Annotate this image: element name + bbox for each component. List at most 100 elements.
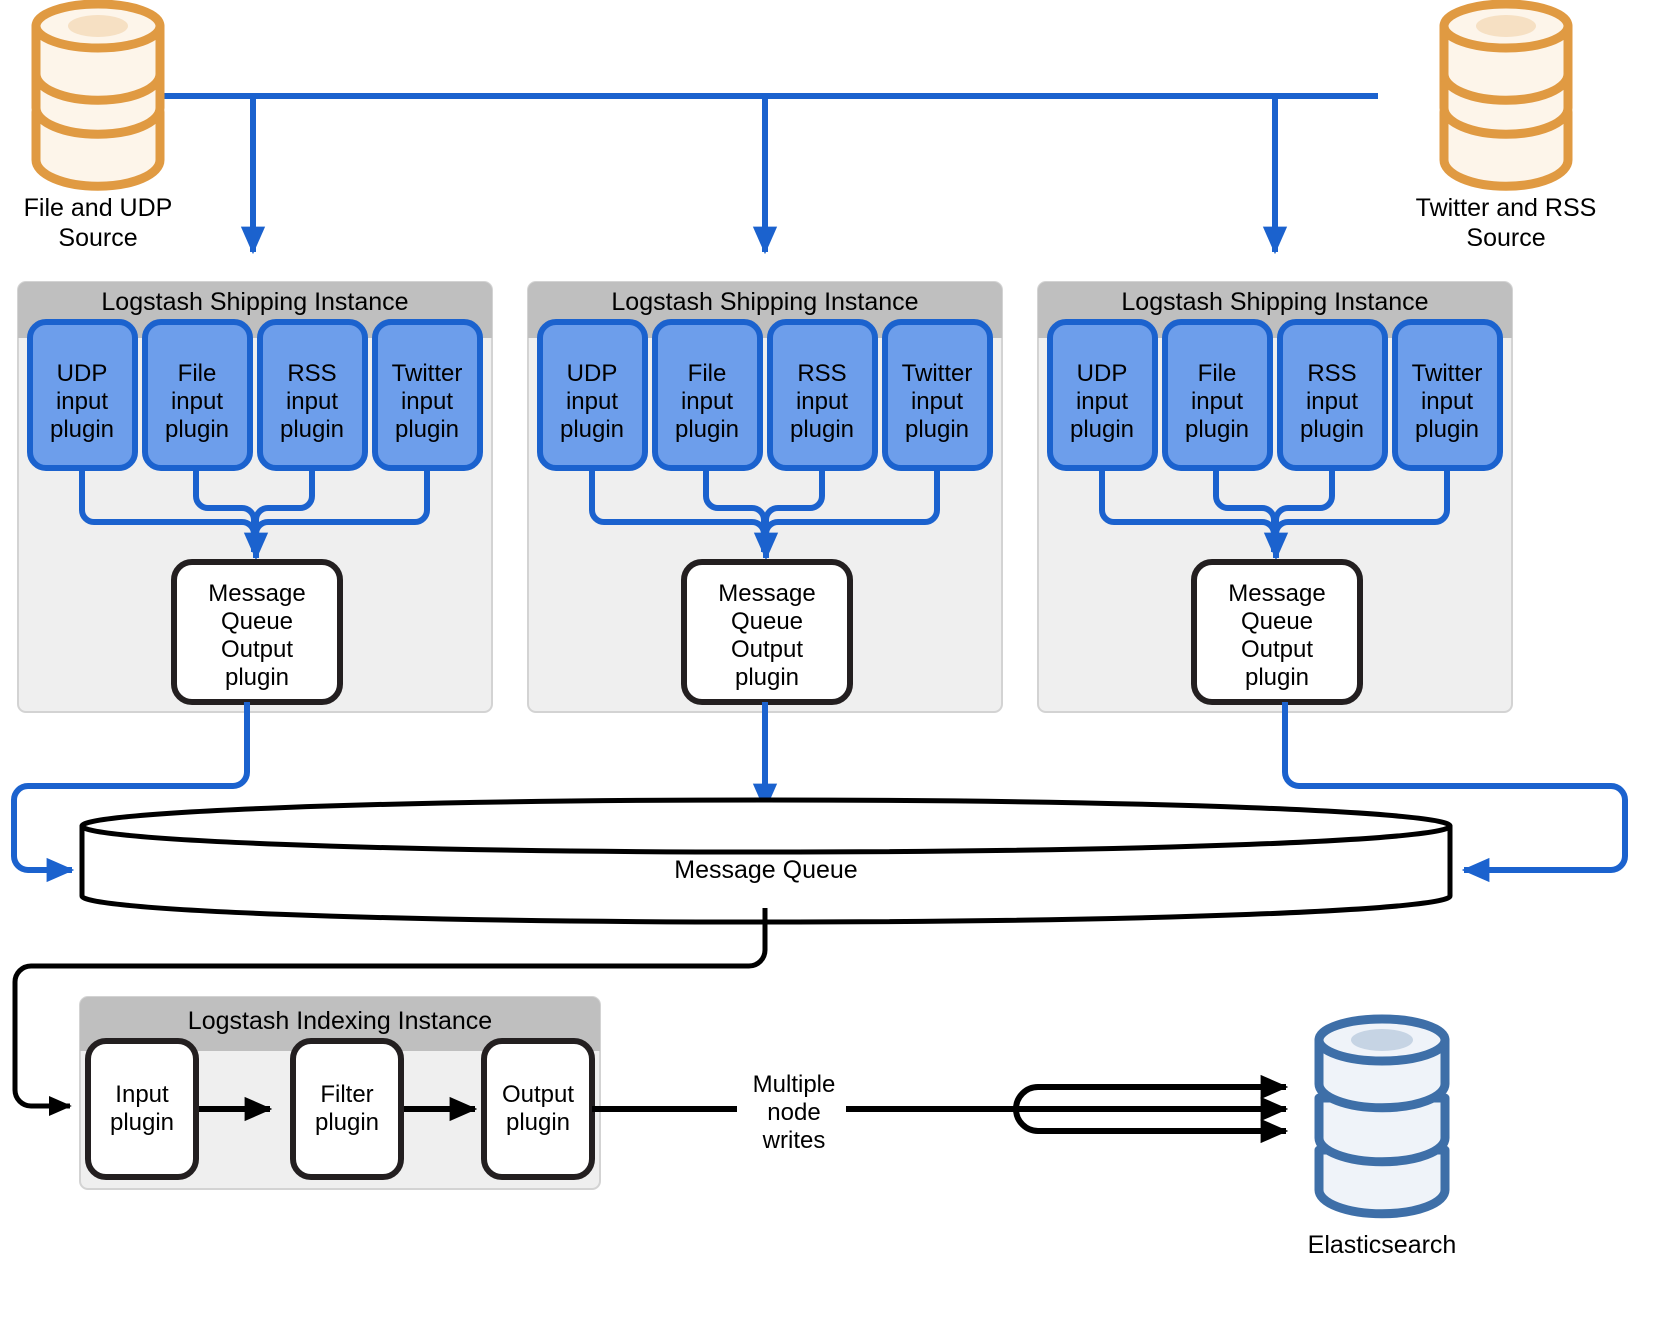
mq-output-plugin-2-line4: plugin bbox=[735, 664, 799, 691]
input-plugin-udp-line2: input bbox=[56, 388, 108, 415]
message-queue-output-plugin-1[interactable]: Message Queue Output plugin bbox=[171, 559, 343, 705]
mq-output-plugin-1-line1: Message bbox=[208, 580, 305, 607]
input-plugin-rss[interactable]: RSS input plugin bbox=[1277, 319, 1388, 471]
indexing-instance: Logstash Indexing Instance Input plugin … bbox=[79, 996, 601, 1190]
input-plugin-rss-line1: RSS bbox=[1307, 360, 1356, 387]
file-udp-source-label-line2: Source bbox=[58, 224, 137, 252]
input-plugin-udp[interactable]: UDP input plugin bbox=[1047, 319, 1158, 471]
indexing-stage-output-line1: Output bbox=[502, 1081, 574, 1108]
file-udp-source-label-line1: File and UDP bbox=[24, 194, 173, 222]
input-plugin-udp-line3: plugin bbox=[50, 416, 114, 443]
indexing-stage-filter[interactable]: Filter plugin bbox=[290, 1038, 404, 1180]
input-plugin-file-line3: plugin bbox=[1185, 416, 1249, 443]
source-trunk-bus bbox=[160, 93, 1378, 255]
mq-output-plugin-3-line2: Queue bbox=[1241, 608, 1313, 635]
shipping-instance-1-header-label: Logstash Shipping Instance bbox=[101, 288, 408, 316]
indexing-instance-header-label: Logstash Indexing Instance bbox=[188, 1007, 492, 1035]
input-plugin-udp-line2: input bbox=[1076, 388, 1128, 415]
shipping-instance-1-connector-tree bbox=[79, 466, 430, 561]
input-plugin-file-line1: File bbox=[688, 360, 727, 387]
shipping-instance-2-input-plugins: UDP input plugin File input plugin RSS i… bbox=[537, 319, 993, 471]
input-plugin-rss-line1: RSS bbox=[287, 360, 336, 387]
shipping-instance-3: Logstash Shipping Instance UDP input plu… bbox=[1037, 281, 1513, 713]
elasticsearch-node: Elasticsearch bbox=[1308, 1014, 1457, 1259]
input-plugin-rss-line2: input bbox=[286, 388, 338, 415]
indexer-to-elasticsearch-routes bbox=[592, 1074, 1289, 1144]
mq-output-plugin-1-line4: plugin bbox=[225, 664, 289, 691]
mq-output-plugin-3-line3: Output bbox=[1241, 636, 1313, 663]
multiple-node-writes-line1: Multiple bbox=[753, 1071, 836, 1098]
twitter-rss-source-label-line1: Twitter and RSS bbox=[1416, 194, 1597, 222]
input-plugin-twitter-line1: Twitter bbox=[1412, 360, 1483, 387]
mq-output-plugin-1-line3: Output bbox=[221, 636, 293, 663]
file-udp-source: File and UDP Source bbox=[24, 0, 173, 252]
input-plugin-rss-line3: plugin bbox=[1300, 416, 1364, 443]
message-queue-cylinder: Message Queue bbox=[79, 797, 1453, 925]
fanout-branch-top bbox=[1013, 1074, 1289, 1110]
input-plugin-twitter-line3: plugin bbox=[1415, 416, 1479, 443]
multiple-node-writes-line3: writes bbox=[762, 1127, 826, 1154]
input-plugin-udp-line1: UDP bbox=[567, 360, 618, 387]
input-plugin-twitter-line2: input bbox=[911, 388, 963, 415]
mq-output-plugin-3-line1: Message bbox=[1228, 580, 1325, 607]
multiple-node-writes-label: Multiple node writes bbox=[742, 1063, 846, 1159]
elasticsearch-label: Elasticsearch bbox=[1308, 1231, 1457, 1259]
input-plugin-rss[interactable]: RSS input plugin bbox=[767, 319, 878, 471]
input-plugin-rss-line2: input bbox=[796, 388, 848, 415]
route-instance-1-to-queue bbox=[11, 702, 250, 883]
shipping-instance-2-header-bar bbox=[528, 282, 1002, 326]
shipper-to-queue-routes bbox=[11, 702, 1628, 883]
fanout-branch-bottom bbox=[1013, 1108, 1289, 1144]
indexing-instance-header-bar bbox=[80, 997, 600, 1037]
shipping-instance-1: Logstash Shipping Instance UDP input plu… bbox=[17, 281, 493, 713]
shipping-instance-2-header-label: Logstash Shipping Instance bbox=[611, 288, 918, 316]
shipping-instance-3-connector-tree bbox=[1099, 466, 1450, 561]
input-plugin-file-line3: plugin bbox=[675, 416, 739, 443]
input-plugin-file[interactable]: File input plugin bbox=[142, 319, 253, 471]
mq-output-plugin-2-line1: Message bbox=[718, 580, 815, 607]
mq-output-plugin-3-line4: plugin bbox=[1245, 664, 1309, 691]
message-queue-output-plugin-3[interactable]: Message Queue Output plugin bbox=[1191, 559, 1363, 705]
input-plugin-rss[interactable]: RSS input plugin bbox=[257, 319, 368, 471]
database-cylinder-icon bbox=[31, 0, 165, 191]
input-plugin-twitter-line2: input bbox=[1421, 388, 1473, 415]
indexing-stage-output[interactable]: Output plugin bbox=[481, 1038, 595, 1180]
input-plugin-rss-line3: plugin bbox=[790, 416, 854, 443]
input-plugin-file-line3: plugin bbox=[165, 416, 229, 443]
message-queue-output-plugin-2[interactable]: Message Queue Output plugin bbox=[681, 559, 853, 705]
input-plugin-twitter-line1: Twitter bbox=[392, 360, 463, 387]
multiple-node-writes-knockout bbox=[742, 1063, 846, 1159]
input-plugin-file-line1: File bbox=[1198, 360, 1237, 387]
input-plugin-file[interactable]: File input plugin bbox=[652, 319, 763, 471]
indexing-stage-filter-line2: plugin bbox=[315, 1109, 379, 1136]
shipping-instance-3-header-bar bbox=[1038, 282, 1512, 326]
input-plugin-file[interactable]: File input plugin bbox=[1162, 319, 1273, 471]
input-plugin-twitter[interactable]: Twitter input plugin bbox=[372, 319, 483, 471]
database-cylinder-icon bbox=[1439, 0, 1573, 191]
input-plugin-udp-line1: UDP bbox=[57, 360, 108, 387]
shipping-instance-2-connector-tree bbox=[589, 466, 940, 561]
input-plugin-udp-line3: plugin bbox=[1070, 416, 1134, 443]
shipping-instance-3-header-label: Logstash Shipping Instance bbox=[1121, 288, 1428, 316]
route-instance-3-to-queue bbox=[1282, 702, 1628, 883]
shipping-instance-2: Logstash Shipping Instance UDP input plu… bbox=[527, 281, 1003, 713]
indexing-stage-filter-line1: Filter bbox=[320, 1081, 373, 1108]
input-plugin-twitter[interactable]: Twitter input plugin bbox=[882, 319, 993, 471]
input-plugin-file-line2: input bbox=[681, 388, 733, 415]
input-plugin-udp[interactable]: UDP input plugin bbox=[537, 319, 648, 471]
indexing-stage-input[interactable]: Input plugin bbox=[85, 1038, 199, 1180]
input-plugin-udp[interactable]: UDP input plugin bbox=[27, 319, 138, 471]
indexing-stage-input-line1: Input bbox=[115, 1081, 169, 1108]
twitter-rss-source: Twitter and RSS Source bbox=[1416, 0, 1597, 252]
indexing-stage-output-line2: plugin bbox=[506, 1109, 570, 1136]
database-cylinder-icon bbox=[1314, 1014, 1450, 1219]
input-plugin-twitter-line1: Twitter bbox=[902, 360, 973, 387]
input-plugin-twitter-line2: input bbox=[401, 388, 453, 415]
input-plugin-twitter[interactable]: Twitter input plugin bbox=[1392, 319, 1503, 471]
shipping-instance-3-input-plugins: UDP input plugin File input plugin RSS i… bbox=[1047, 319, 1503, 471]
multiple-node-writes-line2: node bbox=[767, 1099, 820, 1126]
input-plugin-file-line2: input bbox=[1191, 388, 1243, 415]
input-plugin-udp-line1: UDP bbox=[1077, 360, 1128, 387]
